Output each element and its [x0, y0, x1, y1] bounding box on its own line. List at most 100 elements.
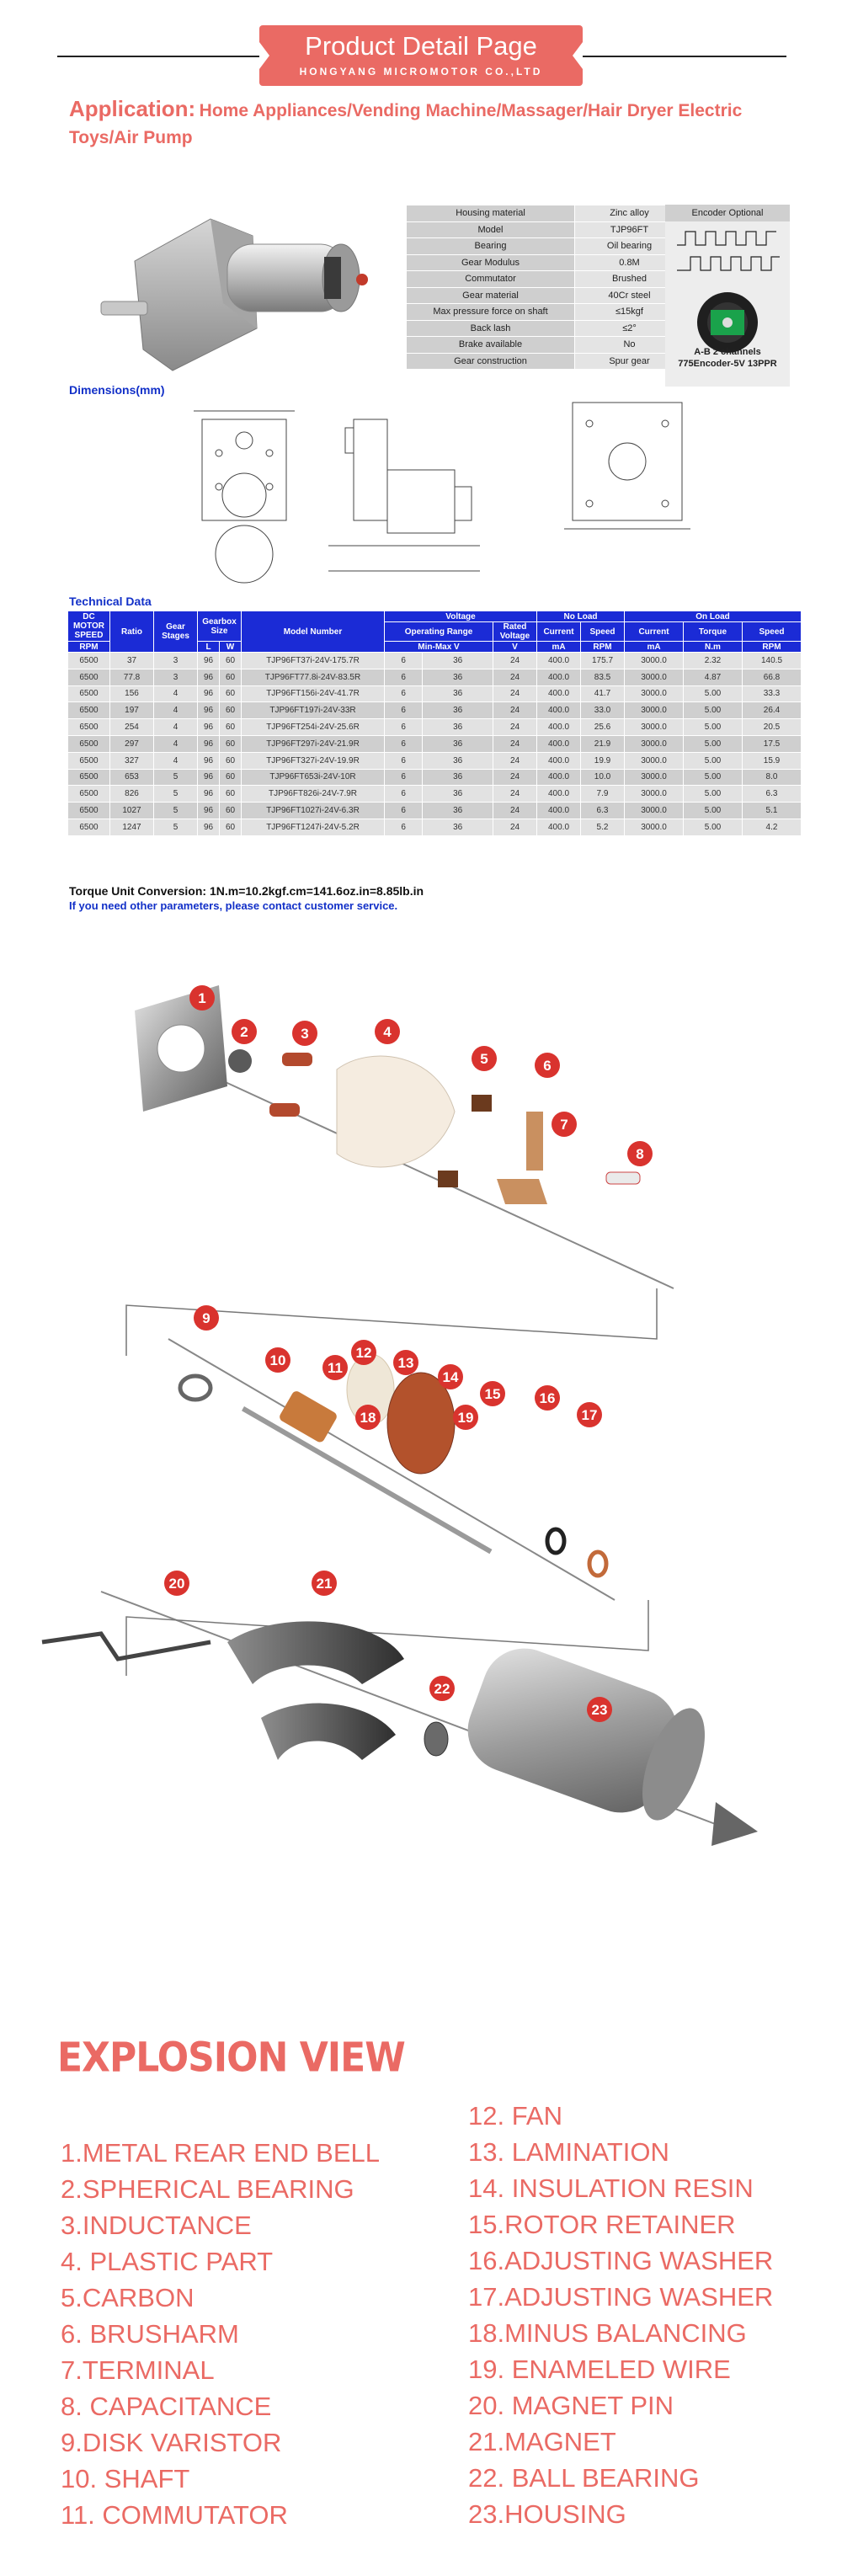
spec-value: Spur gear: [574, 352, 685, 370]
callout-circle: [577, 1402, 602, 1427]
legend-item: 9.DISK VARISTOR: [61, 2428, 282, 2457]
legend-item: 22. BALL BEARING: [468, 2463, 700, 2493]
table-cell: 24: [493, 785, 537, 803]
table-cell: 400.0: [536, 668, 581, 686]
table-cell: 6: [383, 734, 424, 753]
legend-item: 4. PLASTIC PART: [61, 2247, 274, 2276]
callout-19: 19: [453, 1405, 478, 1430]
part-inductance-2: [269, 1103, 300, 1117]
callout-circle: [453, 1405, 478, 1430]
callout-number: 22: [434, 1681, 450, 1697]
table-cell: 10.0: [580, 768, 625, 787]
callout-circle: [189, 985, 215, 1011]
table-cell: 3000.0: [624, 685, 684, 703]
table-cell: 2.32: [683, 652, 743, 669]
table-cell: 3000.0: [624, 785, 684, 803]
table-cell: 96: [197, 751, 220, 770]
callout-23: 23: [587, 1697, 612, 1722]
table-cell: 20.5: [742, 718, 802, 736]
callout-number: 13: [398, 1355, 414, 1371]
table-cell: 6500: [67, 668, 110, 686]
table-cell: 60: [219, 718, 242, 736]
table-cell: 96: [197, 718, 220, 736]
callout-number: 19: [458, 1410, 474, 1426]
table-cell: 36: [422, 802, 493, 819]
table-cell: TJP96FT254i-24V-25.6R: [241, 718, 385, 736]
table-cell: 36: [422, 701, 493, 720]
callout-8: 8: [627, 1141, 653, 1166]
callout-11: 11: [322, 1355, 348, 1380]
callout-circle: [292, 1021, 317, 1046]
table-cell: 4.2: [742, 818, 802, 836]
spec-row: Back lash≤2°: [406, 319, 685, 337]
table-cell: 400.0: [536, 802, 581, 819]
table-cell: 5.00: [683, 768, 743, 787]
th-operating-range: Operating Range: [384, 621, 493, 642]
callout-number: 7: [560, 1117, 568, 1133]
legend-item: 18.MINUS BALANCING: [468, 2318, 747, 2348]
callout-14: 14: [438, 1364, 463, 1389]
legend-item: 21.MAGNET: [468, 2427, 616, 2456]
table-cell: 5: [153, 768, 198, 787]
table-cell: 6: [383, 818, 424, 836]
header-rule-left: [57, 56, 259, 57]
callout-9: 9: [194, 1305, 219, 1331]
th-noload-current: Current: [536, 621, 581, 642]
table-cell: 36: [422, 734, 493, 753]
page-title: Product Detail Page: [305, 31, 537, 61]
table-cell: 6500: [67, 785, 110, 803]
table-cell: 6: [383, 768, 424, 787]
callout-13: 13: [393, 1350, 418, 1375]
spec-key: Max pressure force on shaft: [406, 303, 575, 321]
table-cell: 36: [422, 818, 493, 836]
table-cell: 400.0: [536, 818, 581, 836]
table-cell: 4: [153, 734, 198, 753]
dimensions-label: Dimensions(mm): [69, 383, 165, 397]
th-voltage: Voltage: [384, 611, 537, 622]
table-cell: 5.00: [683, 818, 743, 836]
spec-value: No: [574, 336, 685, 354]
legend-item: 12. FAN: [468, 2101, 562, 2131]
table-cell: 5.00: [683, 785, 743, 803]
table-cell: 24: [493, 734, 537, 753]
table-cell: 5.00: [683, 751, 743, 770]
header-banner: Product Detail Page HONGYANG MICROMOTOR …: [259, 25, 583, 86]
callout-number: 4: [383, 1024, 392, 1040]
spec-key: Bearing: [406, 237, 575, 255]
table-cell: 5: [153, 785, 198, 803]
th-onload-speed: Speed: [742, 621, 802, 642]
legend-item: 20. MAGNET PIN: [468, 2391, 674, 2420]
legend-item: 19. ENAMELED WIRE: [468, 2355, 731, 2384]
part-ball-bearing: [424, 1721, 449, 1757]
table-cell: 60: [219, 701, 242, 720]
th-onload-torque: Torque: [683, 621, 743, 642]
part-spherical-bearing: [228, 1049, 252, 1073]
legend-item: 17.ADJUSTING WASHER: [468, 2282, 774, 2312]
table-cell: 653: [109, 768, 154, 787]
callout-circle: [472, 1046, 497, 1071]
spec-key: Brake available: [406, 336, 575, 354]
callout-number: 1: [198, 990, 205, 1006]
part-metal-rear-end-bell: [135, 985, 227, 1112]
callout-circle: [480, 1381, 505, 1406]
callout-number: 18: [360, 1410, 376, 1426]
table-cell: TJP96FT297i-24V-21.9R: [241, 734, 385, 753]
table-cell: 96: [197, 701, 220, 720]
legend-item: 1.METAL REAR END BELL: [61, 2138, 381, 2168]
th-size-l: L: [197, 641, 220, 653]
th-unit-rpm: RPM: [67, 641, 110, 653]
table-cell: 3000.0: [624, 668, 684, 686]
legend-item: 5.CARBON: [61, 2283, 195, 2312]
spec-value: 0.8M: [574, 253, 685, 271]
th-unit-rpm-3: RPM: [742, 641, 802, 653]
th-unit-ma: mA: [536, 641, 581, 653]
table-cell: 6: [383, 668, 424, 686]
